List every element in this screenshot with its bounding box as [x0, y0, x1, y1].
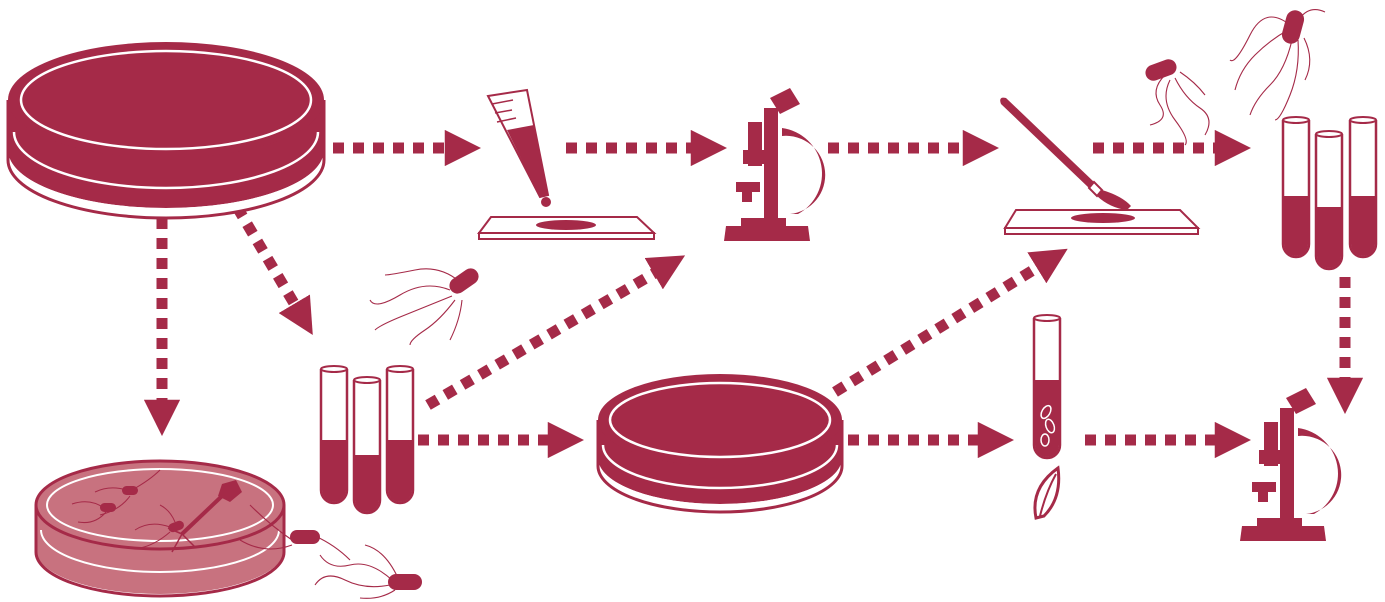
petri-dish-icon: [36, 461, 284, 596]
pipette-icon: [488, 90, 551, 207]
bacterium-icon: [315, 545, 422, 598]
test-tubes-icon: [321, 366, 413, 513]
arrow-dish-to-slide-diagonal: [835, 264, 1043, 392]
test-tubes-icon: [1283, 117, 1376, 269]
bacterium-icon: [1230, 8, 1325, 120]
leaf-icon: [1035, 468, 1059, 518]
arrow-dish-to-tubes-diagonal: [237, 207, 298, 310]
petri-dish-icon: [8, 42, 324, 218]
bacterium-icon: [370, 265, 482, 345]
microscope-slide-icon: [479, 217, 654, 239]
paintbrush-icon: [1000, 98, 1131, 210]
microscope-icon: [724, 88, 825, 241]
petri-dish-icon: [598, 374, 842, 513]
microscope-slide-icon: [1005, 210, 1198, 234]
microscope-icon: [1240, 388, 1341, 541]
test-tube-icon: [1034, 315, 1060, 458]
bacterium-icon: [1143, 57, 1209, 145]
